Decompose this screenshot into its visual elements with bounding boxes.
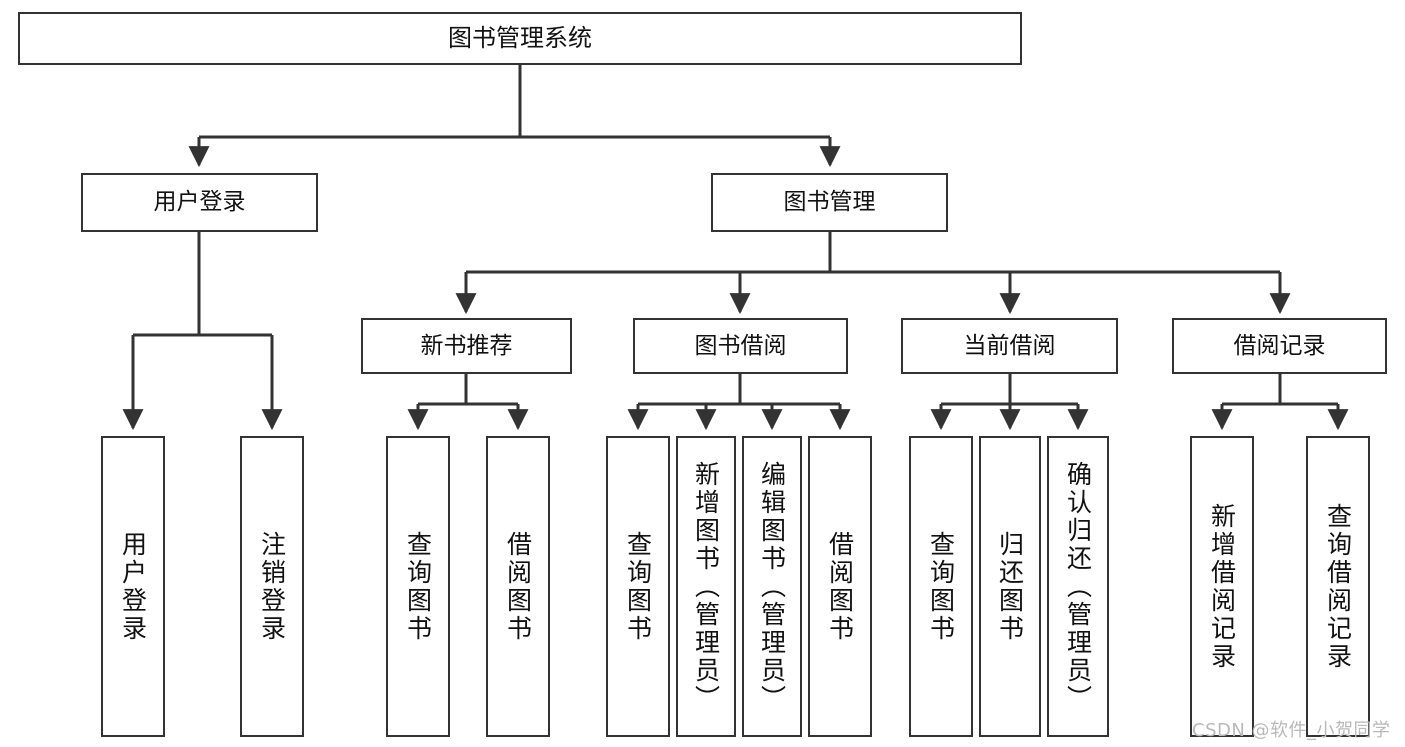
node-leaf-add-book[interactable]: 新增图书（管理员） [676, 436, 736, 737]
node-leaf-add-record[interactable]: 新增借阅记录 [1190, 436, 1254, 737]
node-leaf-return-book-label: 归还图书 [995, 530, 1025, 643]
node-current-borrow[interactable]: 当前借阅 [901, 318, 1118, 374]
node-user-login-label: 用户登录 [153, 189, 246, 216]
node-leaf-add-record-label: 新增借阅记录 [1207, 502, 1237, 671]
node-leaf-confirm-return[interactable]: 确认归还（管理员） [1047, 436, 1109, 737]
node-book-borrow-label: 图书借阅 [694, 332, 787, 359]
node-leaf-borrow-book-1[interactable]: 借阅图书 [486, 436, 550, 737]
node-root-label: 图书管理系统 [448, 23, 592, 52]
node-leaf-borrow-book-2-label: 借阅图书 [825, 530, 855, 643]
node-leaf-query-record-label: 查询借阅记录 [1323, 502, 1353, 671]
node-new-book-recommend[interactable]: 新书推荐 [361, 318, 572, 374]
node-current-borrow-label: 当前借阅 [963, 332, 1056, 359]
node-book-manage-label: 图书管理 [783, 189, 876, 216]
node-leaf-query-book-3[interactable]: 查询图书 [909, 436, 973, 737]
node-leaf-return-book[interactable]: 归还图书 [979, 436, 1041, 737]
node-leaf-query-book-2-label: 查询图书 [623, 530, 653, 643]
node-leaf-edit-book-label: 编辑图书（管理员） [757, 460, 787, 713]
node-leaf-logout-login-label: 注销登录 [257, 530, 287, 643]
node-leaf-user-login-label: 用户登录 [118, 530, 148, 643]
node-leaf-add-book-label: 新增图书（管理员） [691, 460, 721, 713]
node-borrow-record[interactable]: 借阅记录 [1172, 318, 1387, 374]
node-leaf-logout-login[interactable]: 注销登录 [240, 436, 304, 737]
node-new-book-recommend-label: 新书推荐 [420, 332, 513, 359]
node-leaf-borrow-book-1-label: 借阅图书 [503, 530, 533, 643]
node-borrow-record-label: 借阅记录 [1233, 332, 1326, 359]
node-book-borrow[interactable]: 图书借阅 [633, 318, 848, 374]
node-root[interactable]: 图书管理系统 [18, 12, 1022, 65]
node-user-login[interactable]: 用户登录 [81, 173, 318, 232]
node-leaf-edit-book[interactable]: 编辑图书（管理员） [742, 436, 802, 737]
node-leaf-user-login[interactable]: 用户登录 [101, 436, 165, 737]
node-leaf-query-book-2[interactable]: 查询图书 [606, 436, 670, 737]
node-leaf-query-book-1[interactable]: 查询图书 [386, 436, 450, 737]
node-leaf-query-book-3-label: 查询图书 [926, 530, 956, 643]
node-leaf-borrow-book-2[interactable]: 借阅图书 [808, 436, 872, 737]
node-leaf-query-record[interactable]: 查询借阅记录 [1306, 436, 1370, 737]
node-leaf-query-book-1-label: 查询图书 [403, 530, 433, 643]
node-book-manage[interactable]: 图书管理 [711, 173, 948, 232]
node-leaf-confirm-return-label: 确认归还（管理员） [1063, 460, 1093, 713]
watermark-text: CSDN @软件_小贺同学 [1192, 720, 1391, 741]
